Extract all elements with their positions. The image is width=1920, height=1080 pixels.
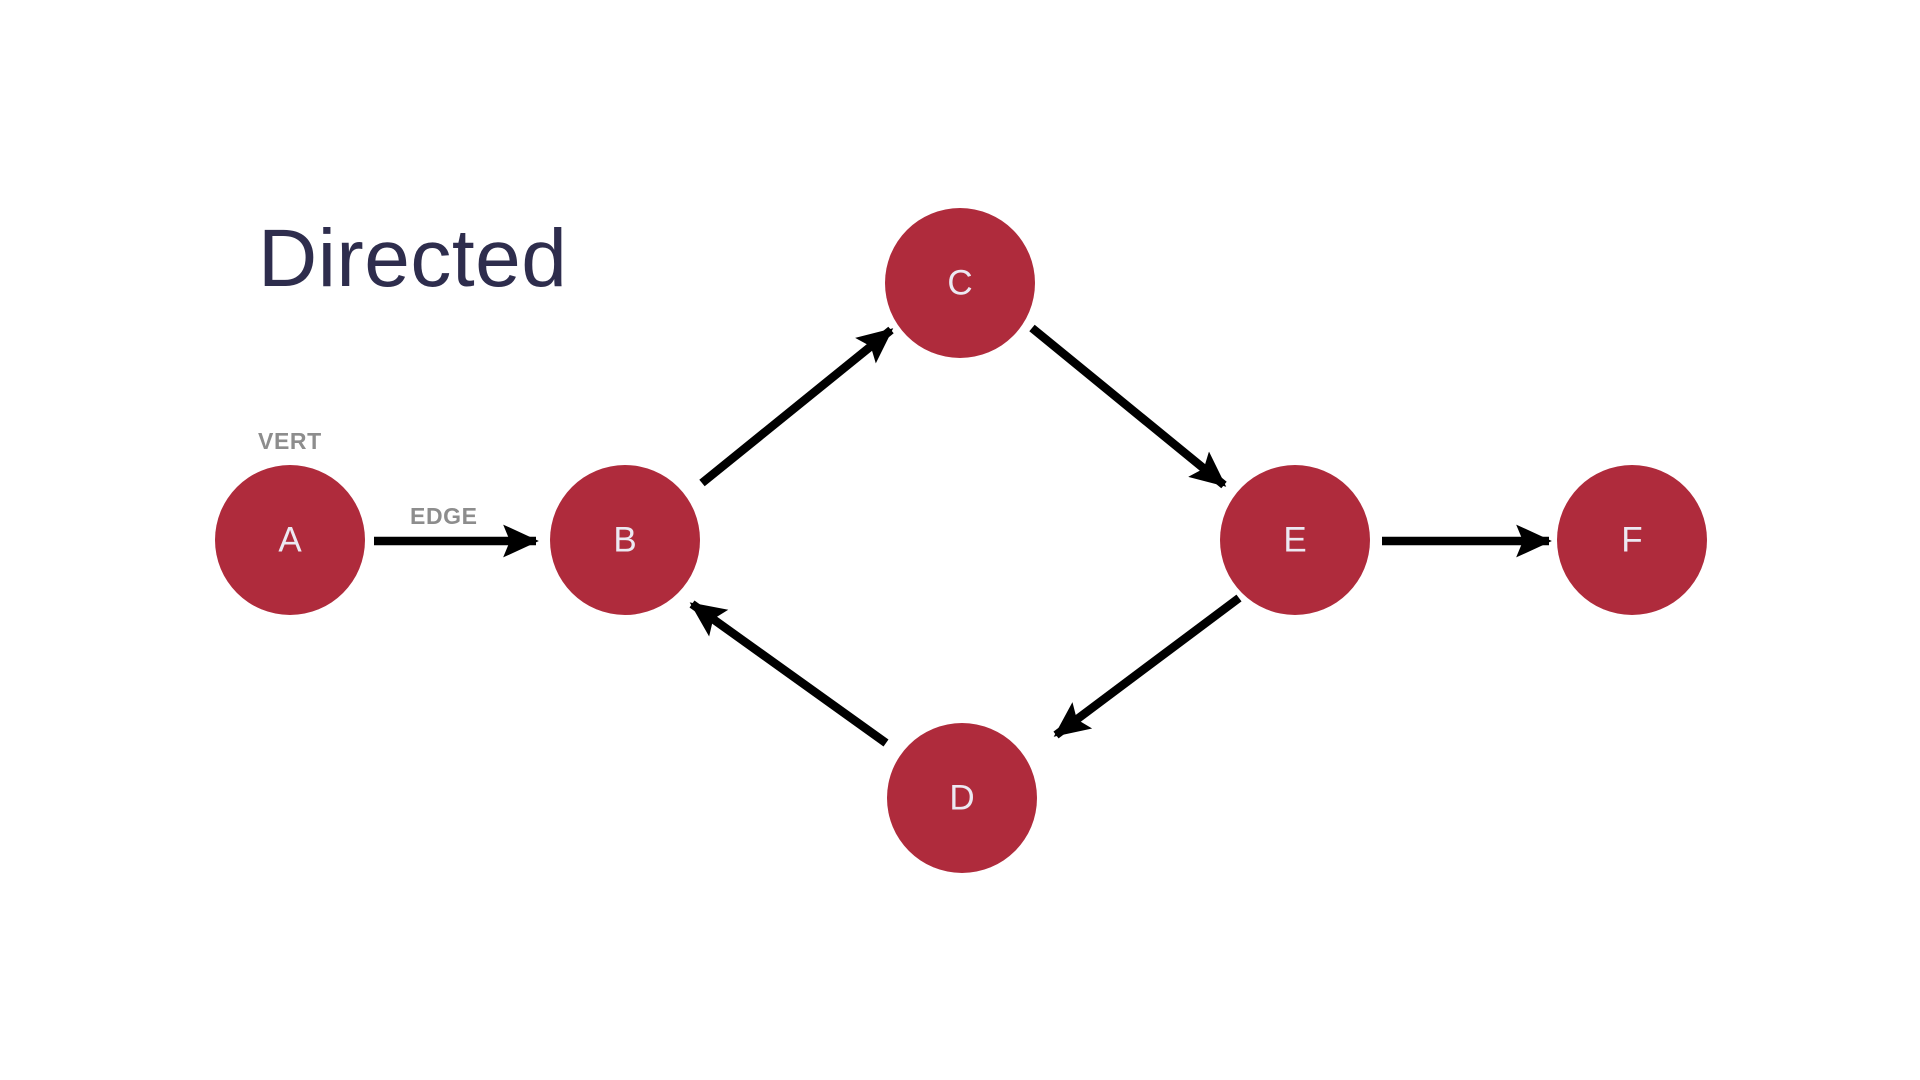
node-label-f: F — [1621, 521, 1642, 560]
graph-node-d[interactable]: D — [887, 723, 1037, 873]
edge-b-to-c — [699, 326, 894, 487]
node-circle-d[interactable] — [887, 723, 1037, 873]
node-label-c: C — [947, 264, 972, 303]
edge-c-to-e — [1029, 324, 1227, 489]
node-circle-b[interactable] — [550, 465, 700, 615]
vertex-annotation-label: VERT — [258, 428, 322, 454]
node-layer: A B C D E F — [215, 208, 1707, 873]
edge-layer — [374, 324, 1552, 747]
edge-d-to-b — [689, 600, 889, 747]
node-circle-a[interactable] — [215, 465, 365, 615]
graph-node-e[interactable]: E — [1220, 465, 1370, 615]
graph-node-c[interactable]: C — [885, 208, 1035, 358]
node-label-d: D — [949, 779, 974, 818]
node-label-e: E — [1283, 521, 1306, 560]
graph-node-f[interactable]: F — [1557, 465, 1707, 615]
page-title: Directed — [258, 213, 568, 304]
node-circle-f[interactable] — [1557, 465, 1707, 615]
graph-node-a[interactable]: A — [215, 465, 365, 615]
edge-e-to-d — [1053, 594, 1242, 739]
node-circle-e[interactable] — [1220, 465, 1370, 615]
graph-node-b[interactable]: B — [550, 465, 700, 615]
node-label-b: B — [613, 521, 636, 560]
node-label-a: A — [278, 521, 302, 560]
node-circle-c[interactable] — [885, 208, 1035, 358]
edge-annotation-label: EDGE — [410, 503, 478, 529]
